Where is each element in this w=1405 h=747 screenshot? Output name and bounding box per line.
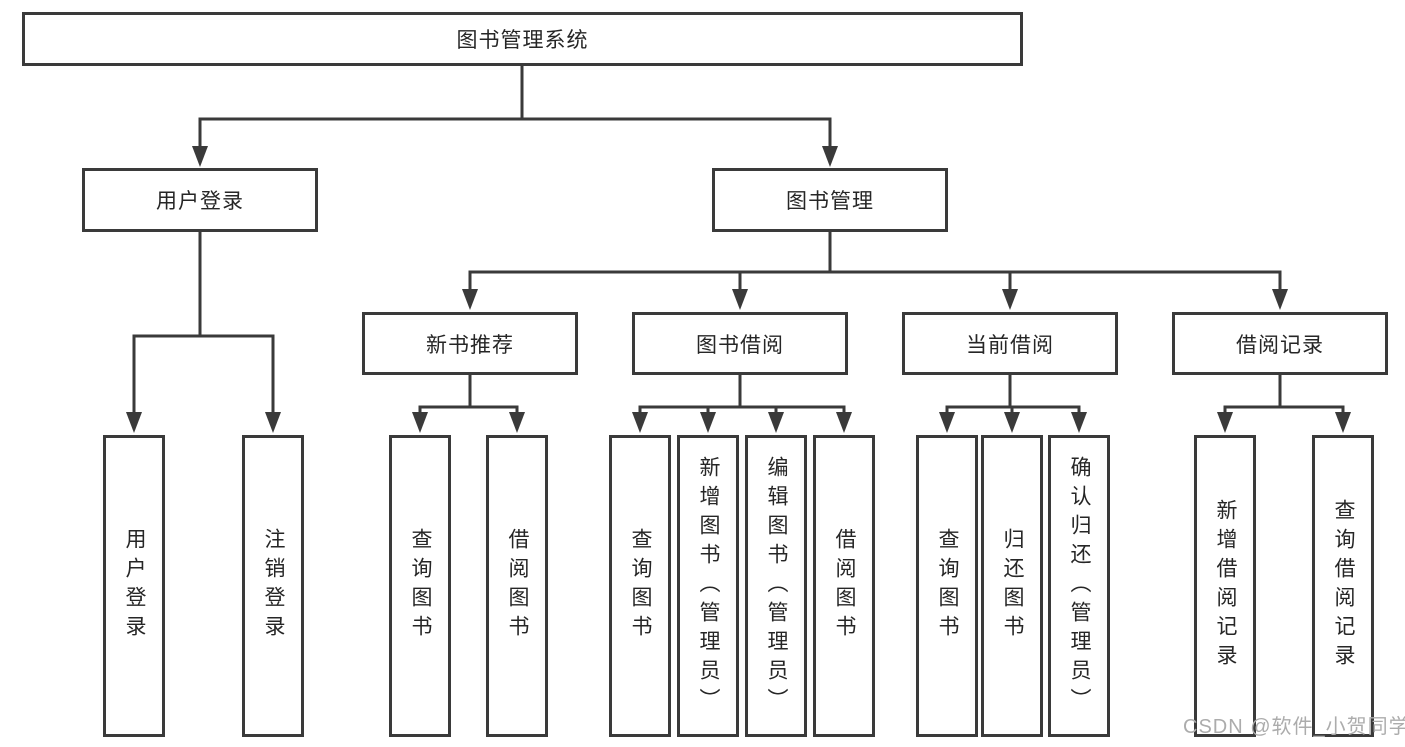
leaf-label: 借阅图书: [833, 528, 856, 644]
leaf-borrow-books-borrowing: 借阅图书: [813, 435, 875, 737]
leaf-label: 借阅图书: [506, 528, 529, 644]
node-current-borrowing: 当前借阅: [902, 312, 1118, 375]
node-library-system: 图书管理系统: [22, 12, 1023, 66]
leaf-query-borrow-record: 查询借阅记录: [1312, 435, 1374, 737]
leaf-query-books-current: 查询图书: [916, 435, 978, 737]
csdn-watermark: CSDN @软件_小贺同学: [1183, 716, 1405, 738]
leaf-user-login: 用户登录: [103, 435, 165, 737]
leaf-label: 新增图书（管理员）: [697, 455, 720, 717]
leaf-add-borrow-record: 新增借阅记录: [1194, 435, 1256, 737]
leaf-label: 新增借阅记录: [1214, 499, 1237, 673]
leaf-add-books-admin: 新增图书（管理员）: [677, 435, 739, 737]
leaf-logout: 注销登录: [242, 435, 304, 737]
leaf-label: 用户登录: [123, 528, 146, 644]
leaf-label: 查询图书: [629, 528, 652, 644]
leaf-label: 查询借阅记录: [1332, 499, 1355, 673]
leaf-confirm-return-admin: 确认归还（管理员）: [1048, 435, 1110, 737]
leaf-label: 注销登录: [262, 528, 285, 644]
leaf-label: 编辑图书（管理员）: [765, 455, 788, 717]
node-book-management: 图书管理: [712, 168, 948, 232]
leaf-borrow-books-recommend: 借阅图书: [486, 435, 548, 737]
leaf-label: 归还图书: [1001, 528, 1024, 644]
leaf-label: 确认归还（管理员）: [1068, 455, 1091, 717]
leaf-query-books-borrowing: 查询图书: [609, 435, 671, 737]
leaf-return-books: 归还图书: [981, 435, 1043, 737]
node-user-login: 用户登录: [82, 168, 318, 232]
node-new-book-recommend: 新书推荐: [362, 312, 578, 375]
leaf-query-books-recommend: 查询图书: [389, 435, 451, 737]
node-book-borrowing: 图书借阅: [632, 312, 848, 375]
leaf-label: 查询图书: [409, 528, 432, 644]
leaf-edit-books-admin: 编辑图书（管理员）: [745, 435, 807, 737]
node-borrow-records: 借阅记录: [1172, 312, 1388, 375]
leaf-label: 查询图书: [936, 528, 959, 644]
